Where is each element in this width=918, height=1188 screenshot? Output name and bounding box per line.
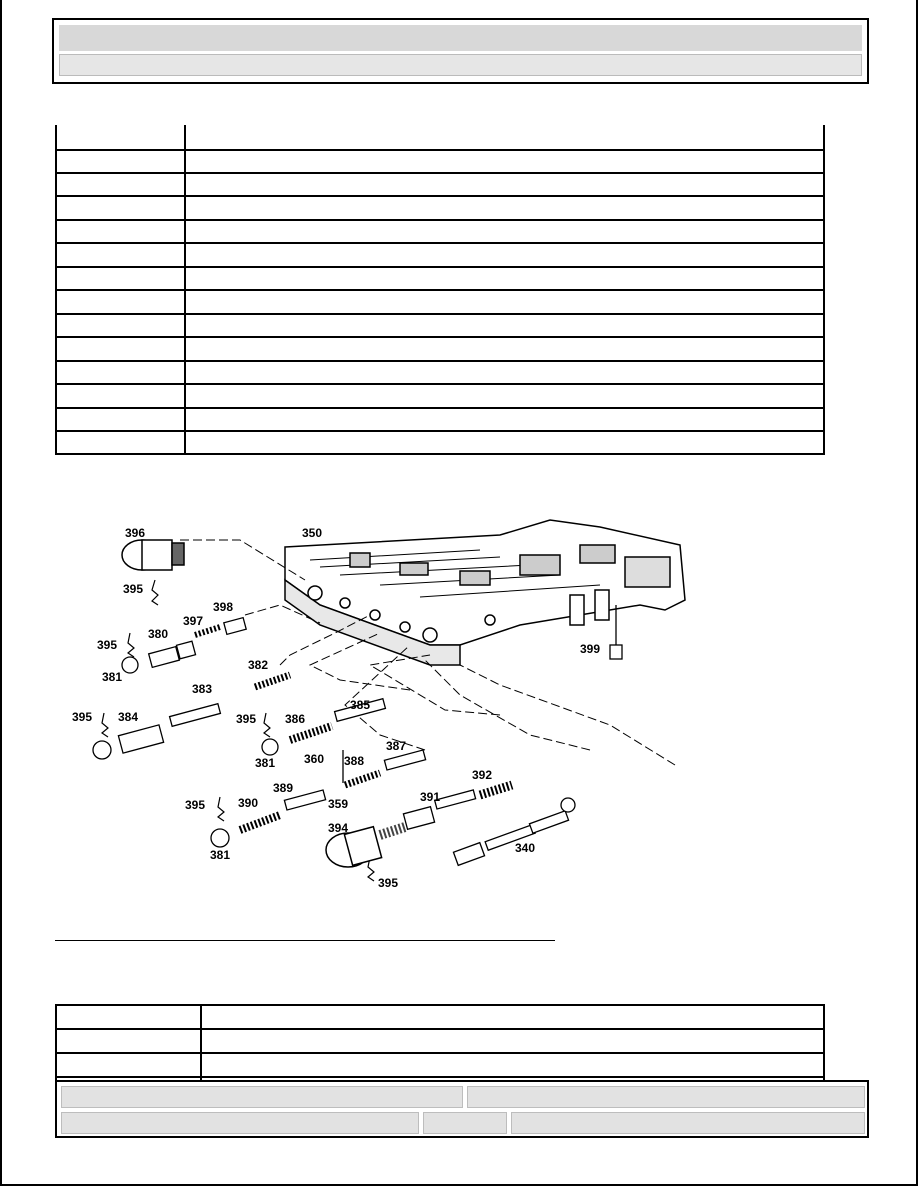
plug-399 [609, 605, 623, 660]
callout: 383 [192, 682, 212, 696]
table-row [57, 219, 823, 221]
callout: 395 [72, 710, 92, 724]
table-row [57, 195, 823, 197]
table-row [57, 149, 823, 151]
callout: 395 [185, 798, 205, 812]
table-row [57, 360, 823, 362]
leader-lines [180, 539, 676, 766]
callout: 350 [302, 526, 322, 540]
header-title-bar [59, 25, 862, 51]
valve-train-upper [121, 616, 248, 674]
table-row [57, 383, 823, 385]
callout: 384 [118, 710, 138, 724]
footer-cell [61, 1112, 419, 1134]
table-row [57, 289, 823, 291]
callout: 388 [344, 754, 364, 768]
callout: 396 [125, 526, 145, 540]
table-row [57, 1052, 823, 1054]
callout: 360 [304, 752, 324, 766]
valve-train-389 [210, 749, 427, 848]
callout: 390 [238, 796, 258, 810]
footer-cell [467, 1086, 865, 1108]
callout: 391 [420, 790, 440, 804]
callout: 380 [148, 627, 168, 641]
solenoid-396 [121, 539, 185, 571]
callout: 381 [255, 756, 275, 770]
table-row [57, 430, 823, 432]
callout: 397 [183, 614, 203, 628]
callout-labels: 396 350 395 398 397 380 395 381 382 383 … [72, 526, 600, 890]
document-header [52, 18, 869, 84]
manual-valve-340 [452, 797, 576, 867]
footer-cell [511, 1112, 865, 1134]
callout: 340 [515, 841, 535, 855]
valve-train-391 [402, 780, 514, 831]
callout: 398 [213, 600, 233, 614]
footer-cell [61, 1086, 463, 1108]
callout: 395 [236, 712, 256, 726]
lower-table [55, 1004, 825, 1082]
document-footer [55, 1080, 869, 1138]
valve-train-386 [261, 697, 387, 756]
valve-body-350 [284, 519, 686, 666]
table-column-divider [200, 1006, 202, 1082]
table-row [57, 313, 823, 315]
table-row [57, 266, 823, 268]
callout: 387 [386, 739, 406, 753]
valve-body-exploded-diagram: 396 350 395 398 397 380 395 381 382 383 … [72, 519, 686, 890]
table-row [57, 1028, 823, 1030]
callout: 395 [123, 582, 143, 596]
callout: 395 [97, 638, 117, 652]
callout: 359 [328, 797, 348, 811]
solenoid-394 [325, 822, 407, 868]
callout: 392 [472, 768, 492, 782]
callout: 399 [580, 642, 600, 656]
table-row [57, 1076, 823, 1078]
table-row [57, 407, 823, 409]
table-row [57, 172, 823, 174]
retaining-clips-395 [100, 579, 375, 882]
callout: 382 [248, 658, 268, 672]
callout: 385 [350, 698, 370, 712]
section-divider [55, 940, 555, 941]
callout: 381 [102, 670, 122, 684]
table-row [57, 242, 823, 244]
callout: 381 [210, 848, 230, 862]
footer-cell [423, 1112, 507, 1134]
valve-train-383 [92, 671, 292, 760]
callout: 389 [273, 781, 293, 795]
header-title [59, 30, 65, 44]
header-subtitle [60, 60, 66, 74]
header-subtitle-bar [59, 54, 862, 76]
callout: 395 [378, 876, 398, 890]
table-row [57, 336, 823, 338]
callout: 394 [328, 821, 348, 835]
parts-table [55, 125, 825, 455]
callout: 386 [285, 712, 305, 726]
